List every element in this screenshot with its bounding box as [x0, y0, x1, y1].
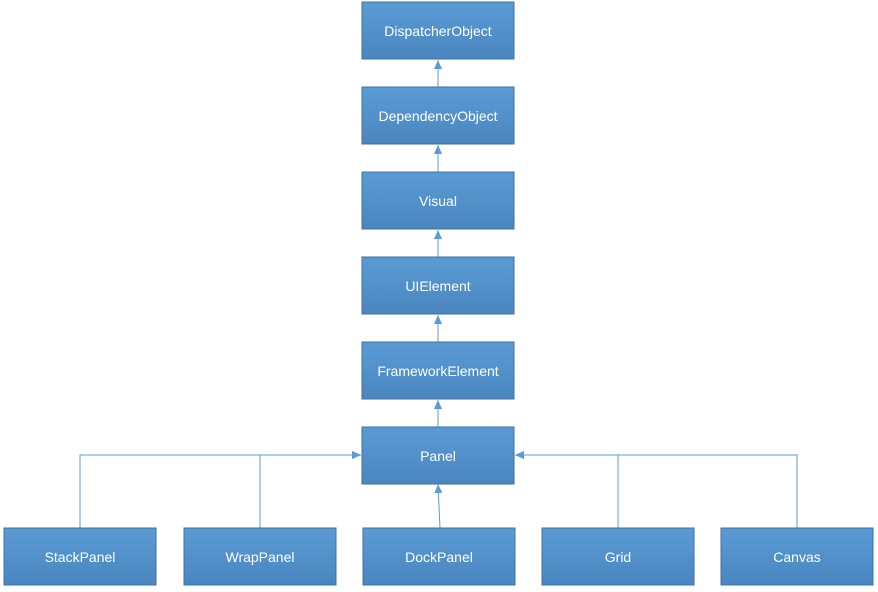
node-box — [361, 171, 515, 230]
edge-dockpanel-to-panel — [434, 483, 443, 529]
node-label: DispatcherObject — [384, 23, 491, 39]
node-box — [361, 86, 515, 145]
node-label: DependencyObject — [378, 108, 497, 124]
node-frameworkelement: FrameworkElement — [361, 341, 515, 400]
node-box — [361, 256, 515, 315]
edges — [79, 60, 798, 529]
node-box — [183, 527, 337, 586]
node-dockpanel: DockPanel — [362, 527, 516, 586]
node-box — [541, 527, 695, 586]
node-label: FrameworkElement — [377, 363, 498, 379]
node-stackpanel: StackPanel — [3, 527, 157, 586]
node-box — [361, 1, 515, 60]
edge-wrappanel-to-panel — [259, 451, 361, 528]
node-dependencyobject: DependencyObject — [361, 86, 515, 145]
edge-canvas-to-panel — [515, 451, 798, 528]
node-label: Panel — [420, 448, 456, 464]
node-canvas: Canvas — [720, 527, 874, 586]
node-visual: Visual — [361, 171, 515, 230]
node-panel: Panel — [361, 426, 515, 485]
nodes: DispatcherObject DependencyObject Visual… — [3, 1, 874, 586]
node-box — [720, 527, 874, 586]
edge-stackpanel-to-panel — [79, 451, 361, 528]
node-grid: Grid — [541, 527, 695, 586]
node-label: StackPanel — [45, 549, 116, 565]
node-box — [361, 341, 515, 400]
node-label: WrapPanel — [225, 549, 294, 565]
node-label: Canvas — [773, 549, 820, 565]
node-label: DockPanel — [405, 549, 473, 565]
node-label: UIElement — [405, 278, 470, 294]
node-label: Visual — [419, 193, 457, 209]
node-wrappanel: WrapPanel — [183, 527, 337, 586]
node-box — [361, 426, 515, 485]
node-label: Grid — [605, 549, 631, 565]
edge-grid-to-panel — [515, 451, 619, 528]
node-box — [3, 527, 157, 586]
node-dispatcherobject: DispatcherObject — [361, 1, 515, 60]
node-box — [362, 527, 516, 586]
node-uielement: UIElement — [361, 256, 515, 315]
